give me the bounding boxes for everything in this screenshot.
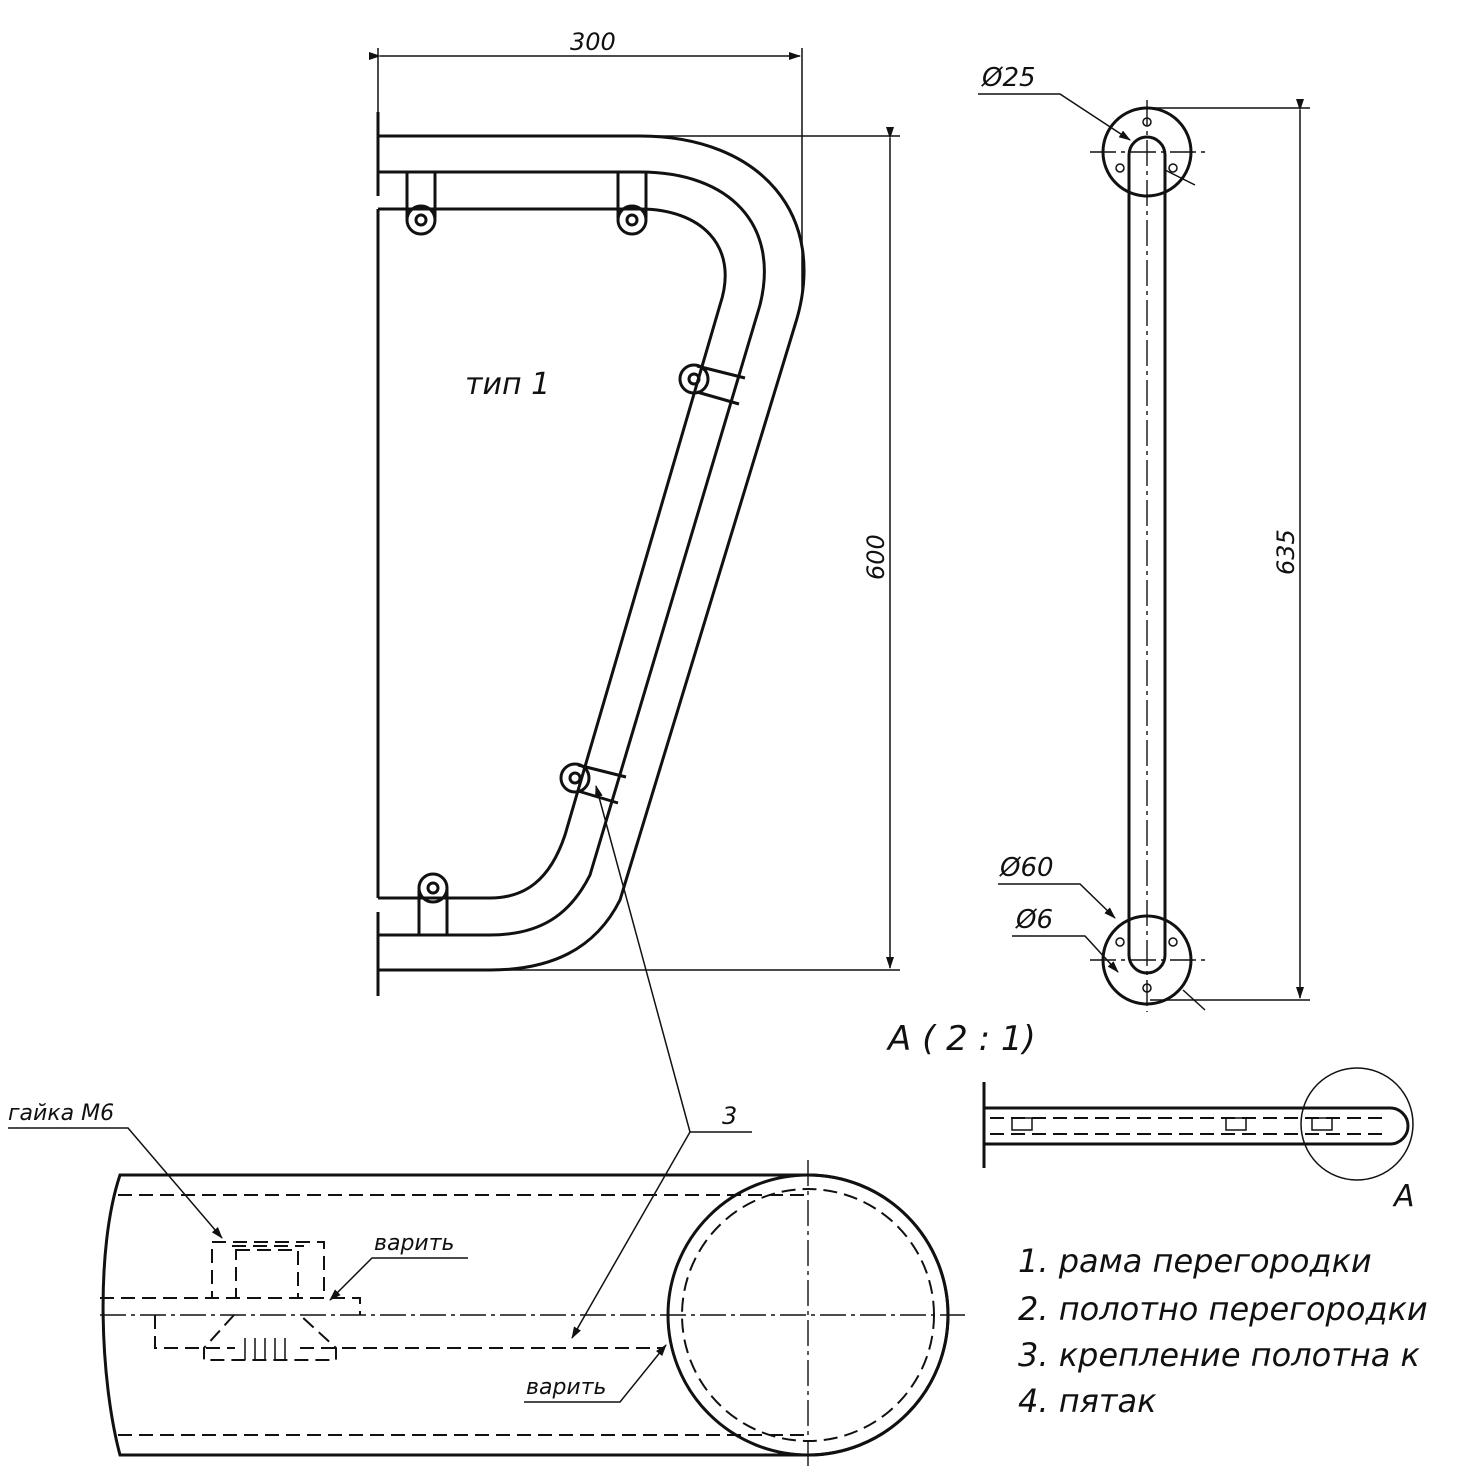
type-label: тип 1 (465, 367, 550, 402)
mount-tab (417, 872, 449, 935)
side-view: 635 Ø25 Ø60 Ø6 (978, 63, 1310, 1012)
tube-inner-line (378, 207, 727, 900)
legend-item: 1. рама перегородки (1018, 1242, 1372, 1280)
side-height-dimension-label: 635 (1272, 529, 1300, 575)
height-dimension-label: 600 (862, 534, 890, 580)
tube-diameter-label: Ø25 (981, 63, 1036, 93)
width-dimension-label: 300 (570, 28, 616, 56)
callout-3-leader (595, 785, 752, 1133)
mount-tab (616, 172, 648, 236)
weld-label-top: варить (374, 1231, 455, 1256)
hole-diameter-label: Ø6 (1015, 905, 1053, 935)
weld-label-bottom: варить (526, 1375, 607, 1400)
mount-tab (678, 363, 746, 406)
detail-a-circle (1300, 1067, 1414, 1181)
legend-item: 4. пятак (1018, 1382, 1157, 1420)
detail-marker: А (1392, 1179, 1415, 1214)
nut-label: гайка М6 (8, 1101, 114, 1126)
tube-outer-line (378, 134, 806, 972)
detail-scale-title: А ( 2 : 1) (886, 1019, 1036, 1059)
flange-diameter-label: Ø60 (999, 853, 1054, 883)
legend-item: 3. крепление полотна к (1018, 1336, 1421, 1374)
legend-item: 2. полотно перегородки (1018, 1290, 1428, 1328)
side-tube (1127, 135, 1167, 975)
top-view: А ( 2 : 1) А (886, 1019, 1415, 1214)
front-view: тип 1 300 600 (369, 28, 900, 996)
tube-middle-line (378, 170, 766, 937)
mount-tab (405, 172, 437, 236)
callout-3-label: 3 (722, 1102, 737, 1130)
legend: 1. рама перегородки 2. полотно перегород… (1018, 1242, 1428, 1420)
enlarged-section: гайка М6 варить варить (8, 1101, 965, 1470)
